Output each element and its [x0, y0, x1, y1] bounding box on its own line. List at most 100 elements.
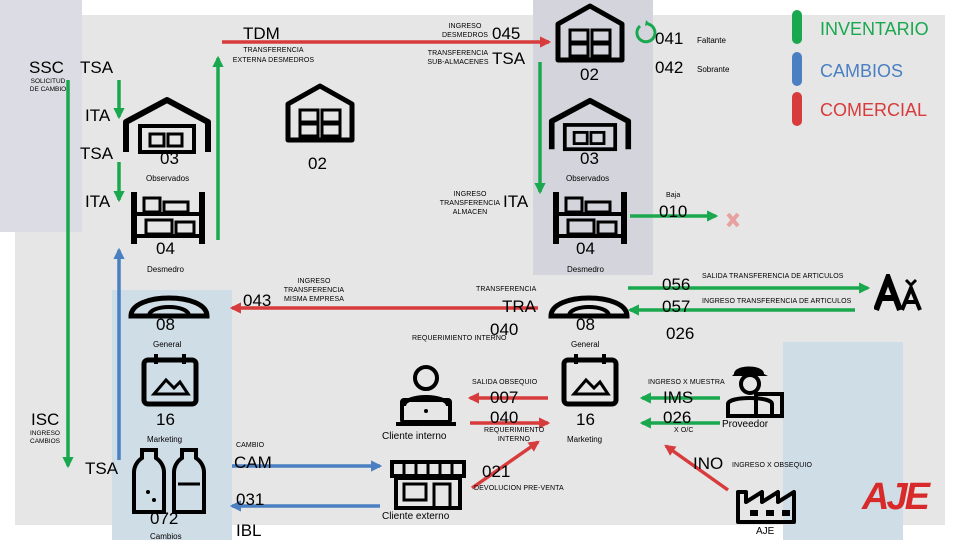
010-code: 010 — [659, 202, 688, 221]
ino-note: INGRESO X OBSEQUIO — [732, 462, 812, 469]
right-marketing-name: Marketing — [567, 435, 603, 444]
tsa-label-3: TSA — [85, 459, 119, 478]
057-note: INGRESO TRANSFERENCIA DE ARTICULOS — [702, 298, 852, 305]
040b-note: REQUERIMIENTO INTERNO — [484, 427, 545, 444]
aje-label: AJE — [756, 526, 775, 537]
cam-note: CAMBIO — [236, 442, 265, 449]
056-code: 056 — [662, 275, 691, 294]
026b-note: X O/C — [674, 427, 694, 434]
007-code: 007 — [490, 388, 519, 407]
ita-label-1: ITA — [85, 106, 111, 125]
left-marketing-code: 16 — [156, 410, 175, 429]
026a-code: 026 — [666, 324, 695, 343]
proveedor-icon — [726, 366, 784, 418]
warehouse-icon — [548, 97, 632, 152]
left-marketing-name: Marketing — [147, 435, 183, 444]
left-observados-code: 03 — [160, 149, 179, 168]
isc-note: INGRESO CAMBIOS — [30, 430, 60, 446]
warehouse-boxes-icon — [555, 3, 625, 63]
tsa-label-1: TSA — [80, 58, 114, 77]
shelving-icon — [131, 192, 205, 244]
ino-code: INO — [693, 454, 724, 473]
legend-cambios-label: CAMBIOS — [820, 61, 904, 81]
right-02-code: 02 — [580, 65, 599, 84]
rotate-arrow-icon — [635, 22, 657, 44]
045-note: INGRESO DESMEDROS — [441, 23, 489, 40]
tdm-code: TDM — [243, 24, 280, 43]
tra-code: TRA — [502, 297, 536, 316]
isc-label: ISC — [31, 410, 60, 429]
warehouse-boxes-icon — [285, 83, 355, 143]
ssc-note: SOLICITUD DE CAMBIO — [29, 78, 67, 94]
041-note: Faltante — [697, 36, 726, 45]
storefront-icon — [390, 460, 466, 510]
tsa-right-note: TRANSFERENCIA SUB-ALMACENES — [427, 50, 489, 67]
left-observados-name: Observados — [146, 174, 190, 183]
cam-code: CAM — [234, 453, 272, 472]
middle-02-code: 02 — [308, 154, 327, 173]
legend-comercial-swatch — [792, 92, 802, 126]
tsa-label-2: TSA — [80, 144, 114, 163]
057-code: 057 — [662, 297, 691, 316]
left-general-name: General — [153, 340, 182, 349]
left-cambios-name: Cambios — [150, 532, 182, 541]
warehouse-icon — [123, 97, 211, 154]
010-note: Baja — [666, 192, 681, 199]
translate-icon — [874, 274, 922, 312]
left-desmedro-code: 04 — [156, 239, 175, 258]
040b-code: 040 — [490, 408, 519, 427]
031-code: 031 — [236, 490, 265, 509]
right-general-code: 08 — [576, 315, 595, 334]
040a-code: 040 — [490, 320, 519, 339]
proveedor-label: Proveedor — [722, 419, 769, 430]
marketing-board-icon — [141, 354, 199, 407]
marketing-board-icon — [561, 354, 619, 407]
hangar-icon — [128, 295, 210, 319]
right-observados-name: Observados — [566, 174, 610, 183]
aje-logo: AJE — [862, 476, 930, 518]
cliente-interno-icon — [396, 365, 456, 426]
021-note: DEVOLUCION PRE-VENTA — [474, 485, 564, 492]
043-code: 043 — [243, 291, 272, 310]
tra-note: TRANSFERENCIA — [476, 286, 537, 293]
045-code: 045 — [492, 24, 521, 43]
043-note: INGRESO TRANSFERENCIA MISMA EMPRESA — [283, 278, 345, 304]
legend-inventario-swatch — [792, 10, 802, 44]
legend-inventario-label: INVENTARIO — [820, 19, 929, 39]
cliente-interno-label: Cliente interno — [382, 431, 447, 442]
right-desmedro-code: 04 — [576, 239, 595, 258]
026b-code: 026 — [663, 408, 692, 427]
ita-label-2: ITA — [85, 192, 111, 211]
ssc-label: SSC — [29, 58, 64, 77]
ims-code: IMS — [663, 388, 694, 407]
tsa-right-code: TSA — [492, 49, 526, 68]
right-bottom-highlight-panel — [783, 342, 903, 540]
arrow-ino — [664, 444, 730, 492]
right-desmedro-name: Desmedro — [567, 265, 604, 274]
arrow-021 — [470, 440, 540, 490]
right-observados-code: 03 — [580, 149, 599, 168]
056-note: SALIDA TRANSFERENCIA DE ARTICULOS — [702, 273, 844, 280]
left-cambios-code: 072 — [150, 509, 179, 528]
ibl-code: IBL — [236, 521, 262, 540]
007-note: SALIDA OBSEQUIO — [472, 379, 538, 386]
042-note: Sobrante — [697, 65, 730, 74]
x-mark-icon — [726, 212, 740, 228]
shelving-icon — [553, 192, 627, 244]
hangar-icon — [548, 295, 630, 319]
legend-cambios-swatch — [792, 52, 802, 86]
ita-right-note: INGRESO TRANSFERENCIA ALMACEN — [439, 191, 501, 217]
tdm-note: TRANSFERENCIA EXTERNA DESMEDROS — [232, 47, 315, 64]
041-code: 041 — [655, 29, 684, 48]
right-general-name: General — [571, 340, 600, 349]
042-code: 042 — [655, 58, 684, 77]
factory-icon — [736, 490, 796, 524]
021-code: 021 — [482, 462, 511, 481]
ims-note: INGRESO X MUESTRA — [648, 379, 725, 386]
040a-note: REQUERIMIENTO INTERNO — [412, 335, 507, 342]
ita-right-code: ITA — [503, 192, 529, 211]
left-desmedro-name: Desmedro — [147, 265, 184, 274]
bottles-icon — [132, 448, 206, 514]
legend-comercial-label: COMERCIAL — [820, 100, 928, 120]
